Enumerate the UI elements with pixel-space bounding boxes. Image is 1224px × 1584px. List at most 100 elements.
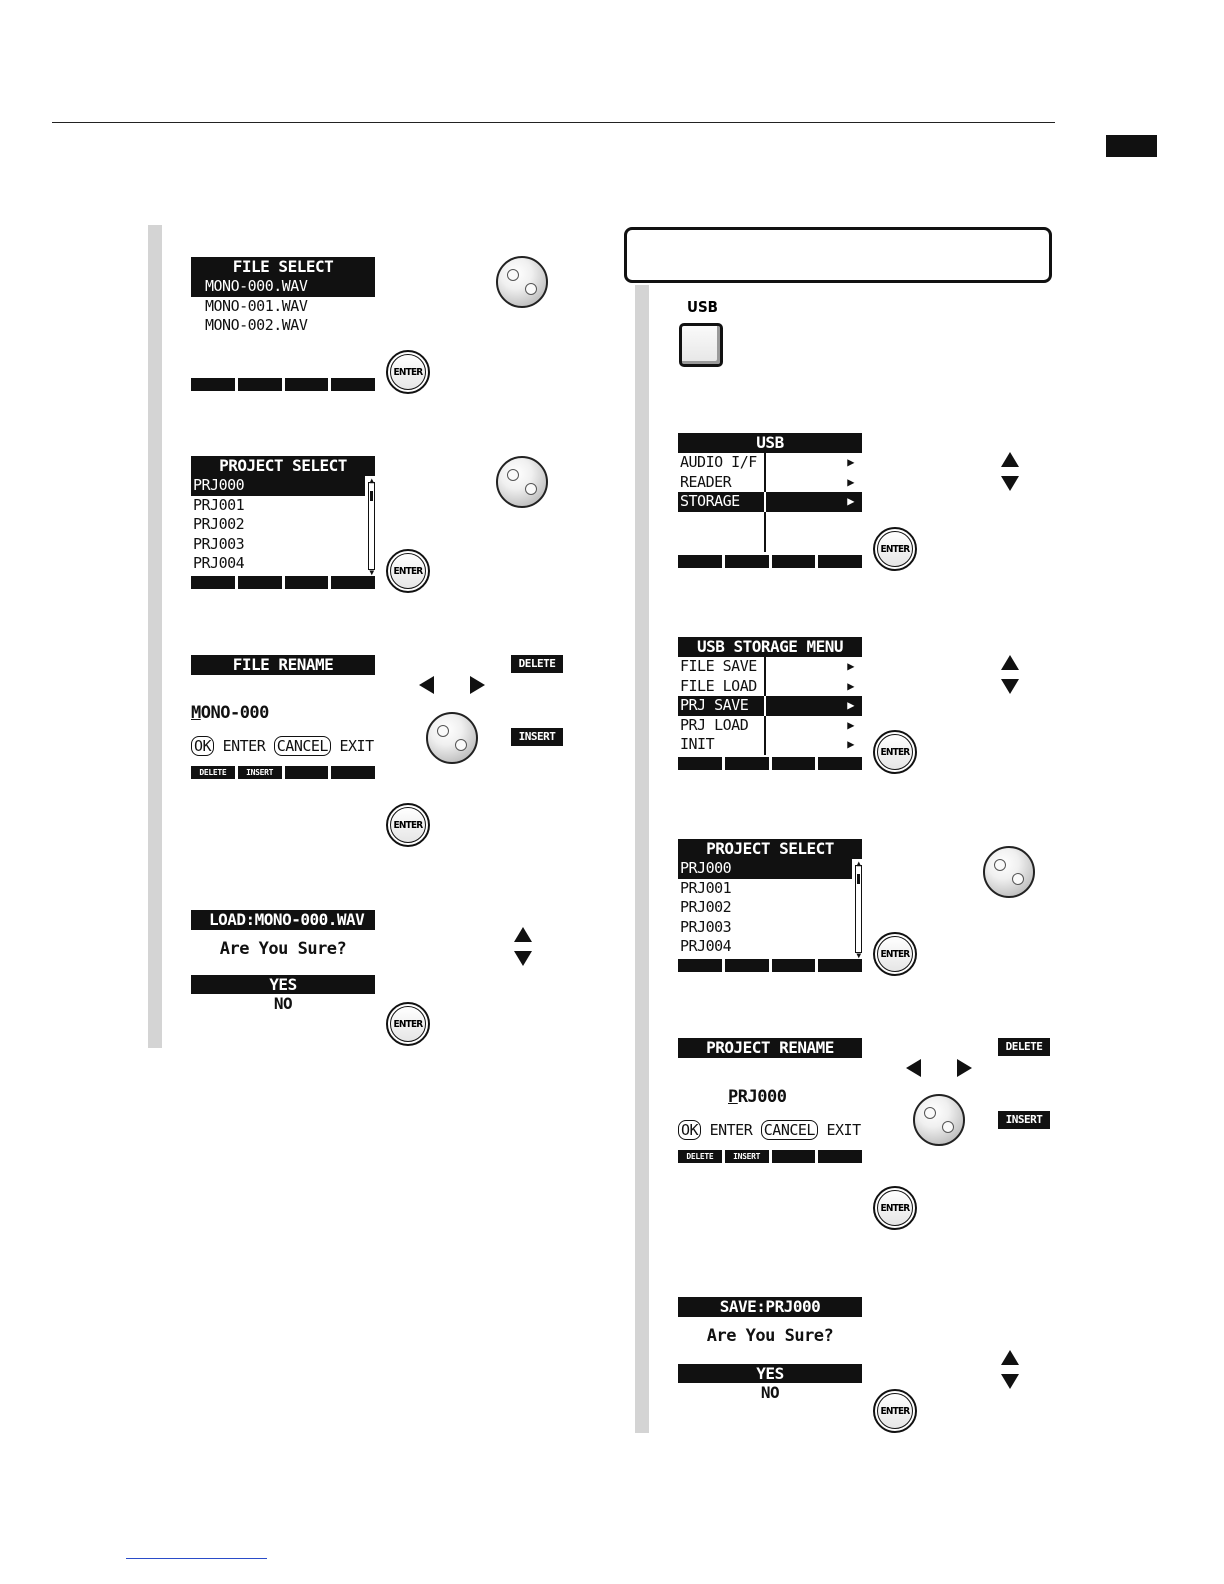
chevron-right-icon: ▶ — [847, 474, 854, 489]
cursor-right-icon[interactable] — [957, 1059, 972, 1077]
up-arrow-icon[interactable] — [1001, 452, 1019, 467]
lcd-usb-storage-menu: USB STORAGE MENU FILE SAVE▶ FILE LOAD▶ P… — [678, 637, 862, 770]
menu-item: AUDIO I/F▶ — [678, 453, 862, 473]
ok-label: OK — [678, 1120, 702, 1140]
up-arrow-icon[interactable] — [514, 927, 532, 942]
ok-cancel-line: OK ENTER CANCEL EXIT — [191, 734, 375, 758]
exit-label: EXIT — [826, 1121, 862, 1139]
list-item: PRJ000 — [678, 859, 852, 879]
softkey-insert: INSERT — [237, 766, 282, 779]
menu-item: PRJ SAVE▶ — [678, 696, 862, 716]
rename-cursor-char: M — [191, 703, 201, 723]
lcd-title: PROJECT SELECT — [191, 456, 375, 476]
menu-item: PRJ LOAD▶ — [678, 715, 862, 735]
lcd-title: USB STORAGE MENU — [678, 637, 862, 657]
enter-key-label: ENTER — [877, 936, 913, 972]
chevron-right-icon: ▶ — [847, 698, 854, 712]
down-arrow-icon[interactable] — [514, 951, 532, 966]
option-no: NO — [273, 994, 293, 1013]
up-arrow-icon[interactable] — [1001, 1350, 1019, 1365]
left-step-bar — [148, 225, 162, 1048]
softkey-row: DELETE INSERT — [191, 766, 375, 779]
section-heading-box — [624, 227, 1052, 283]
enter-key-label: ENTER — [390, 807, 426, 843]
cursor-left-icon[interactable] — [419, 676, 434, 694]
scroll-down-arrow-icon: ▼ — [856, 951, 861, 960]
enter-key[interactable]: ENTER — [873, 932, 917, 976]
ok-cancel-line: OK ENTER CANCEL EXIT — [678, 1118, 862, 1142]
enter-key[interactable]: ENTER — [386, 549, 430, 593]
menu-item: READER▶ — [678, 472, 862, 492]
scroll-down-arrow-icon: ▼ — [369, 568, 374, 577]
lcd-file-rename: FILE RENAME MONO-000 OK ENTER CANCEL EXI… — [191, 655, 375, 779]
lcd-file-select: FILE SELECT MONO-000.WAV MONO-001.WAV MO… — [191, 257, 375, 391]
list-item: PRJ001 — [680, 878, 732, 897]
list-item: PRJ002 — [193, 515, 245, 533]
usb-key[interactable] — [679, 323, 723, 367]
cancel-label: CANCEL — [760, 1120, 818, 1140]
enter-key-label: ENTER — [877, 734, 913, 770]
option-no: NO — [760, 1383, 780, 1402]
dial-icon[interactable] — [496, 256, 548, 308]
lcd-title: PROJECT RENAME — [678, 1038, 862, 1058]
confirm-question: Are You Sure? — [219, 939, 347, 959]
dial-icon[interactable] — [496, 456, 548, 508]
enter-key[interactable]: ENTER — [386, 1002, 430, 1046]
enter-label: ENTER — [709, 1121, 753, 1139]
list-item: PRJ004 — [193, 554, 245, 572]
chevron-right-icon: ▶ — [847, 678, 854, 693]
enter-key[interactable]: ENTER — [386, 350, 430, 394]
exit-label: EXIT — [339, 737, 375, 755]
softkey-row — [678, 554, 862, 568]
down-arrow-icon[interactable] — [1001, 476, 1019, 491]
list-item: PRJ003 — [680, 917, 732, 936]
menu-item: INIT▶ — [678, 735, 862, 755]
list-item: PRJ003 — [193, 534, 245, 553]
enter-key[interactable]: ENTER — [873, 1389, 917, 1433]
rename-field: MONO-000 — [191, 702, 375, 724]
up-arrow-icon[interactable] — [1001, 655, 1019, 670]
enter-key-label: ENTER — [390, 553, 426, 589]
lcd-project-select-left: PROJECT SELECT PRJ000 PRJ001 PRJ002 PRJ0… — [191, 456, 375, 589]
softkey-delete: DELETE — [678, 1150, 722, 1163]
enter-key-label: ENTER — [390, 1006, 426, 1042]
delete-key[interactable]: DELETE — [998, 1038, 1050, 1056]
insert-key[interactable]: INSERT — [998, 1111, 1050, 1129]
lcd-title: LOAD:MONO-000.WAV — [191, 910, 375, 930]
cursor-left-icon[interactable] — [906, 1059, 921, 1077]
softkey-row: DELETE INSERT — [678, 1150, 862, 1163]
section-tab-marker — [1106, 135, 1157, 157]
softkey-row — [191, 377, 375, 391]
enter-key[interactable]: ENTER — [386, 803, 430, 847]
list-item: PRJ001 — [193, 495, 245, 514]
softkey-row — [191, 575, 375, 589]
enter-key[interactable]: ENTER — [873, 730, 917, 774]
chevron-right-icon: ▶ — [847, 737, 854, 751]
down-arrow-icon[interactable] — [1001, 679, 1019, 694]
lcd-usb-menu: USB AUDIO I/F▶ READER▶ STORAGE▶ — [678, 433, 862, 568]
enter-key[interactable]: ENTER — [873, 1186, 917, 1230]
menu-item: FILE SAVE▶ — [678, 657, 862, 677]
lcd-title: FILE RENAME — [191, 655, 375, 675]
cursor-right-icon[interactable] — [470, 676, 485, 694]
scroll-up-arrow-icon: ▲ — [369, 476, 374, 485]
lcd-title: FILE SELECT — [191, 257, 375, 277]
insert-key[interactable]: INSERT — [511, 728, 563, 746]
list-item: PRJ002 — [680, 898, 732, 916]
chevron-right-icon: ▶ — [847, 455, 854, 469]
chevron-right-icon: ▶ — [847, 659, 854, 673]
right-step-bar — [635, 285, 649, 1433]
dial-icon[interactable] — [983, 846, 1035, 898]
chevron-right-icon: ▶ — [847, 717, 854, 732]
dial-icon[interactable] — [426, 712, 478, 764]
delete-key[interactable]: DELETE — [511, 655, 563, 673]
softkey-delete: DELETE — [191, 766, 235, 779]
enter-label: ENTER — [222, 737, 266, 755]
down-arrow-icon[interactable] — [1001, 1374, 1019, 1389]
rename-cursor-char: P — [728, 1087, 738, 1107]
cancel-label: CANCEL — [273, 736, 331, 756]
option-yes: YES — [191, 975, 375, 994]
lcd-project-select-right: PROJECT SELECT PRJ000 PRJ001 PRJ002 PRJ0… — [678, 839, 862, 972]
dial-icon[interactable] — [913, 1094, 965, 1146]
enter-key[interactable]: ENTER — [873, 527, 917, 571]
